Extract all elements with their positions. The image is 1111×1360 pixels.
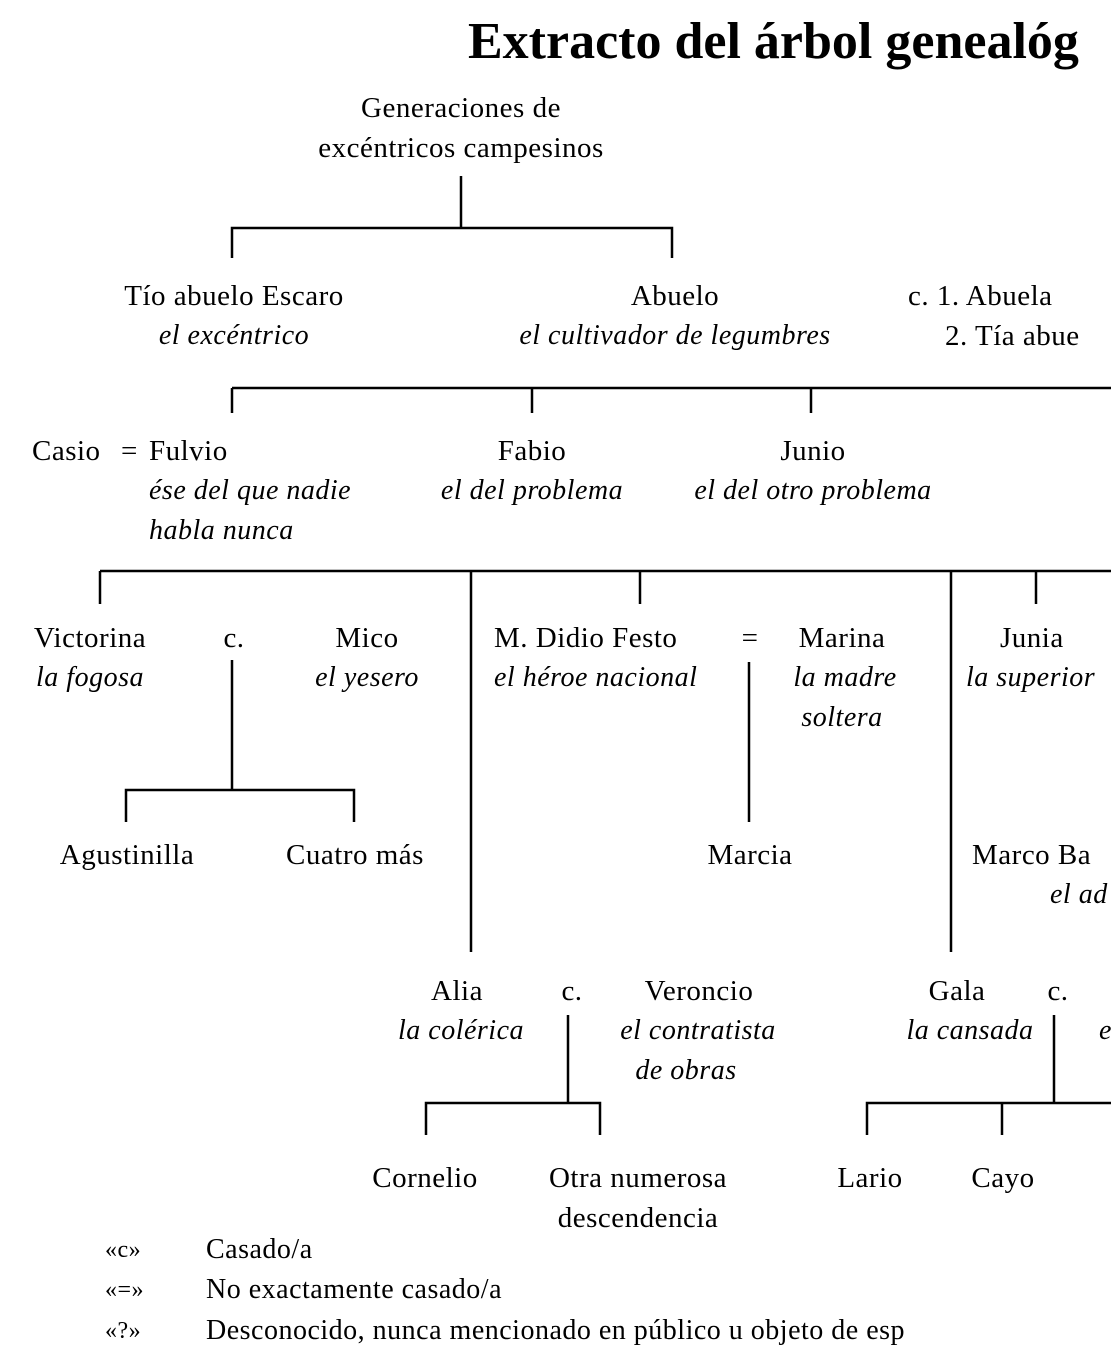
junia-name: Junia [1000, 622, 1064, 654]
didio-marina-relation: = [741, 622, 759, 654]
veroncio-epithet1: el contratista [620, 1015, 776, 1046]
otra-descendencia-line2: descendencia [557, 1202, 719, 1234]
fulvio-name: Fulvio [149, 435, 228, 467]
junio-name: Junio [780, 435, 846, 467]
casio-fulvio-relation: = [121, 435, 138, 467]
marina-epithet1: la madre [793, 662, 897, 693]
junio-epithet: el del otro problema [694, 475, 932, 506]
root-line1: Generaciones de [361, 92, 561, 124]
abuelo-name: Abuelo [630, 280, 720, 312]
fabio-name: Fabio [497, 435, 567, 467]
spouse-line2: 2. Tía abue [945, 320, 1080, 352]
junia-epithet: la superior [966, 662, 1096, 693]
victorina-epithet: la fogosa [36, 662, 144, 693]
didio-epithet: el héroe nacional [494, 662, 698, 693]
victorina-name: Victorina [33, 622, 147, 654]
fulvio-epithet2: habla nunca [149, 515, 294, 546]
cuatro-mas-name: Cuatro más [286, 839, 424, 871]
cornelio-name: Cornelio [372, 1162, 478, 1194]
escaro-epithet: el excéntrico [158, 320, 310, 351]
gala-name: Gala [928, 975, 986, 1007]
diagram-title: Extracto del árbol genealóg [468, 13, 1079, 70]
escaro-name: Tío abuelo Escaro [124, 280, 344, 312]
legend-text: Casado/a [206, 1234, 313, 1265]
gala-epithet: la cansada [906, 1015, 1034, 1046]
casio-name: Casio [32, 435, 101, 467]
victorina-children-bracket [124, 788, 356, 822]
fabio-epithet: el del problema [440, 475, 624, 506]
lario-name: Lario [837, 1162, 903, 1194]
marco-name: Marco Ba [972, 839, 1092, 871]
veroncio-name: Veroncio [644, 975, 754, 1007]
root-line2: excéntricos campesinos [318, 132, 604, 164]
legend-symbol: «=» [105, 1277, 145, 1303]
marcia-name: Marcia [707, 839, 793, 871]
didio-name: M. Didio Festo [494, 622, 678, 654]
mico-epithet: el yesero [315, 662, 419, 693]
legend-symbol: «c» [105, 1237, 142, 1263]
legend-symbol: «?» [105, 1318, 142, 1344]
fulvio-epithet1: ése del que nadie [149, 475, 352, 506]
marina-epithet2: soltera [801, 702, 883, 733]
alia-veroncio-relation: c. [561, 975, 583, 1007]
marina-name: Marina [798, 622, 886, 654]
legend-text: No exactamente casado/a [206, 1274, 503, 1305]
gala-spouse-relation: c. [1047, 975, 1069, 1007]
victorina-mico-relation: c. [223, 622, 245, 654]
alia-epithet: la colérica [397, 1015, 525, 1046]
cayo-name: Cayo [971, 1162, 1035, 1194]
gala-children-bracket [865, 1101, 1111, 1135]
agustinilla-name: Agustinilla [59, 839, 195, 871]
otra-descendencia-line1: Otra numerosa [548, 1162, 728, 1194]
spouse-line1: c. 1. Abuela [908, 280, 1053, 312]
abuelo-epithet: el cultivador de legumbres [519, 320, 831, 351]
gen1-bracket [230, 226, 674, 258]
marco-epithet: el ad [1050, 879, 1108, 910]
veroncio-epithet2: de obras [635, 1055, 737, 1086]
alia-name: Alia [431, 975, 483, 1007]
legend-text: Desconocido, nunca mencionado en público… [206, 1315, 906, 1346]
alia-children-bracket [424, 1101, 602, 1135]
gala-spouse-epithet-fragment: e [1099, 1015, 1111, 1046]
mico-name: Mico [335, 622, 399, 654]
